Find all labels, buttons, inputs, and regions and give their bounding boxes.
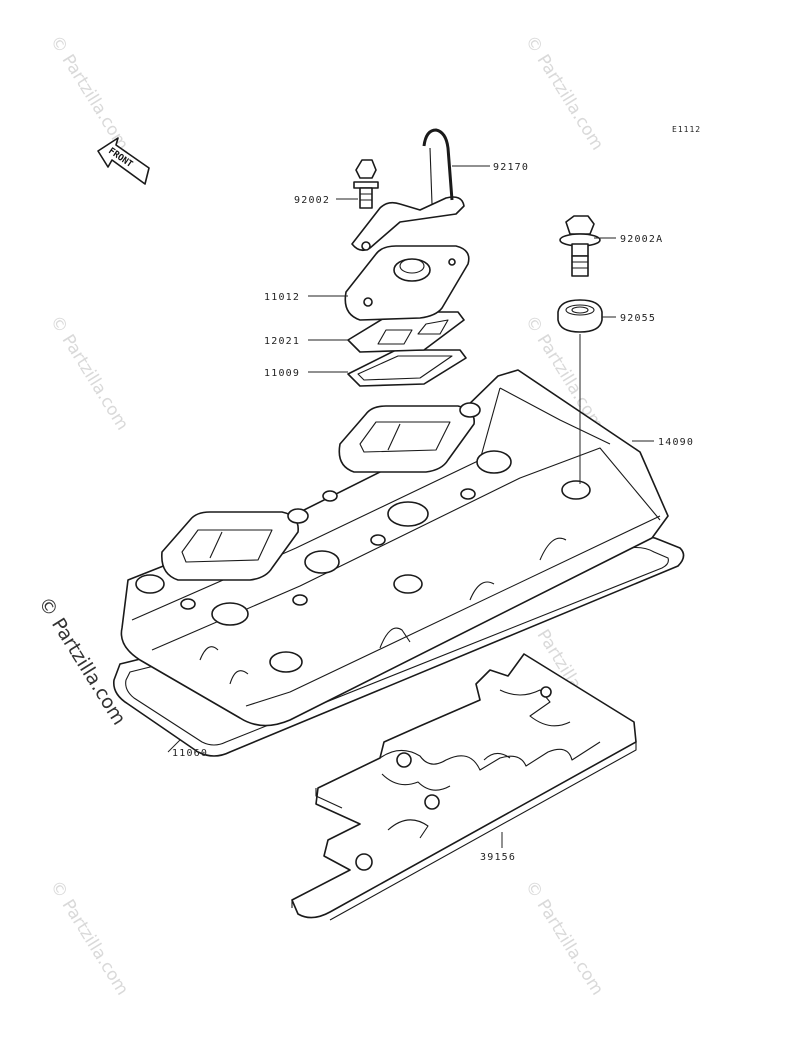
loop-wire-shape [351, 128, 465, 252]
label-92170[interactable]: 92170 [493, 162, 529, 173]
label-39156[interactable]: 39156 [480, 852, 516, 863]
label-92002[interactable]: 92002 [294, 195, 330, 206]
part-labels: 92170 92002 92002A 11012 92055 12021 110… [172, 162, 694, 863]
label-92002a[interactable]: 92002A [620, 234, 663, 245]
watermark-bottom-left: © Partzilla.com [46, 877, 132, 999]
watermark-bottom-right: © Partzilla.com [521, 877, 607, 999]
watermark-main: © Partzilla.com [34, 593, 130, 729]
label-11009[interactable]: 11009 [264, 368, 300, 379]
grommet-shape [557, 299, 603, 333]
label-12021[interactable]: 12021 [264, 336, 300, 347]
cylinder-head-cover-shape [120, 369, 669, 727]
breather-cap-shape [344, 245, 470, 335]
gasket-small-shape [347, 349, 467, 387]
leader-11060 [167, 739, 181, 753]
label-14090[interactable]: 14090 [658, 437, 694, 448]
watermark-top-right: © Partzilla.com [521, 32, 607, 154]
watermark-mid-left: © Partzilla.com [46, 312, 132, 434]
diagram-code: E1112 [672, 125, 701, 134]
bolt-flange-shape [559, 215, 601, 277]
leader-lines [167, 165, 654, 848]
label-11012[interactable]: 11012 [264, 292, 300, 303]
heat-insulator-plate-shape [291, 653, 637, 921]
watermark-top-left: © Partzilla.com [46, 32, 132, 154]
label-92055[interactable]: 92055 [620, 313, 656, 324]
label-11060[interactable]: 11060 [172, 748, 208, 759]
bolt-small-shape [353, 159, 379, 209]
